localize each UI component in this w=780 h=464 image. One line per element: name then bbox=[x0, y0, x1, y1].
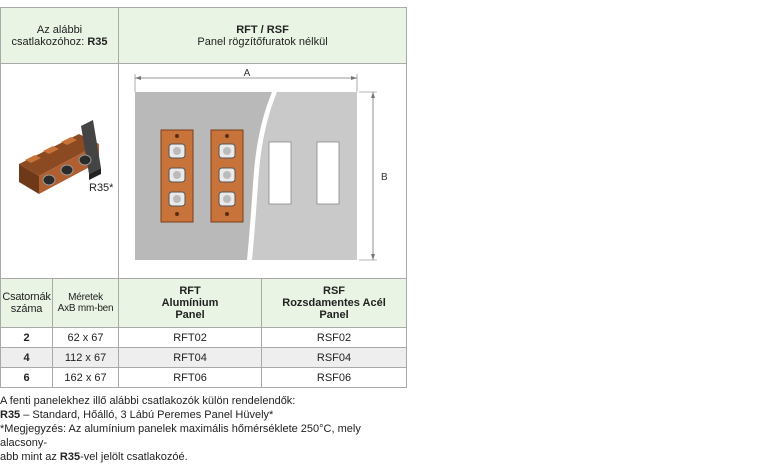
dimension-a-label: A bbox=[244, 68, 251, 79]
cell-size: 162 x 67 bbox=[51, 367, 120, 388]
panel-drawing-cell: A B bbox=[118, 63, 408, 279]
header-product-subtitle: Panel rögzítőfuratok nélkül bbox=[197, 35, 328, 48]
notes: A fenti panelekhez illő alábbi csatlakoz… bbox=[0, 394, 406, 464]
table-row: 2 62 x 67 RFT02 RSF02 bbox=[0, 327, 408, 348]
cell-channels: 2 bbox=[0, 327, 53, 348]
column-header-row: Csatornák száma Méretek AxB mm-ben RFT A… bbox=[0, 278, 408, 328]
note-line-2: R35 – Standard, Hőálló, 3 Lábú Peremes P… bbox=[0, 409, 274, 421]
col-header-channels: Csatornák száma bbox=[0, 278, 53, 328]
cell-rsf: RSF02 bbox=[261, 327, 408, 348]
cell-rft: RFT06 bbox=[118, 367, 263, 388]
col-header-dimensions: Méretek AxB mm-ben bbox=[51, 278, 120, 328]
table-row: 4 112 x 67 RFT04 RSF04 bbox=[0, 347, 408, 368]
spec-table: Az alábbi csatlakozóhoz: R35 RFT / RSF P… bbox=[0, 7, 408, 388]
cell-channels: 4 bbox=[0, 347, 53, 368]
note-line-4: abb mint az R35-vel jelölt csatlakozóé. bbox=[0, 451, 188, 463]
r35-connector-image bbox=[19, 120, 101, 194]
panel-connector-2 bbox=[210, 129, 244, 223]
cell-rsf: RSF04 bbox=[261, 347, 408, 368]
panel-cutout-2 bbox=[316, 141, 340, 205]
connector-image-cell: R35* bbox=[0, 63, 120, 279]
spec-sheet: Az alábbi csatlakozóhoz: R35 RFT / RSF P… bbox=[0, 7, 408, 464]
table-row: 6 162 x 67 RFT06 RSF06 bbox=[0, 367, 408, 388]
table-header-row: Az alábbi csatlakozóhoz: R35 RFT / RSF P… bbox=[0, 7, 408, 64]
cell-channels: 6 bbox=[0, 367, 53, 388]
header-product-cell: RFT / RSF Panel rögzítőfuratok nélkül bbox=[118, 7, 408, 64]
header-left-line1: Az alábbi bbox=[36, 23, 83, 36]
header-left-line2: csatlakozóhoz: R35 bbox=[11, 35, 108, 48]
col-header-rsf: RSF Rozsdamentes Acél Panel bbox=[261, 278, 408, 328]
panel-connector-1 bbox=[160, 129, 194, 223]
panel-cutout-1 bbox=[268, 141, 292, 205]
header-product-title: RFT / RSF bbox=[236, 23, 289, 36]
image-row: R35* A B bbox=[0, 63, 408, 279]
note-line-1: A fenti panelekhez illő alábbi csatlakoz… bbox=[0, 395, 296, 407]
connector-label: R35* bbox=[89, 182, 114, 194]
header-connector-cell: Az alábbi csatlakozóhoz: R35 bbox=[0, 7, 120, 64]
cell-rft: RFT02 bbox=[118, 327, 263, 348]
cell-size: 112 x 67 bbox=[51, 347, 120, 368]
note-line-3: *Megjegyzés: Az alumínium panelek maximá… bbox=[0, 423, 361, 449]
panel-drawing: A B bbox=[134, 68, 388, 261]
dimension-b-label: B bbox=[381, 172, 388, 183]
cell-size: 62 x 67 bbox=[51, 327, 120, 348]
cell-rft: RFT04 bbox=[118, 347, 263, 368]
col-header-rft: RFT Alumínium Panel bbox=[118, 278, 263, 328]
cell-rsf: RSF06 bbox=[261, 367, 408, 388]
